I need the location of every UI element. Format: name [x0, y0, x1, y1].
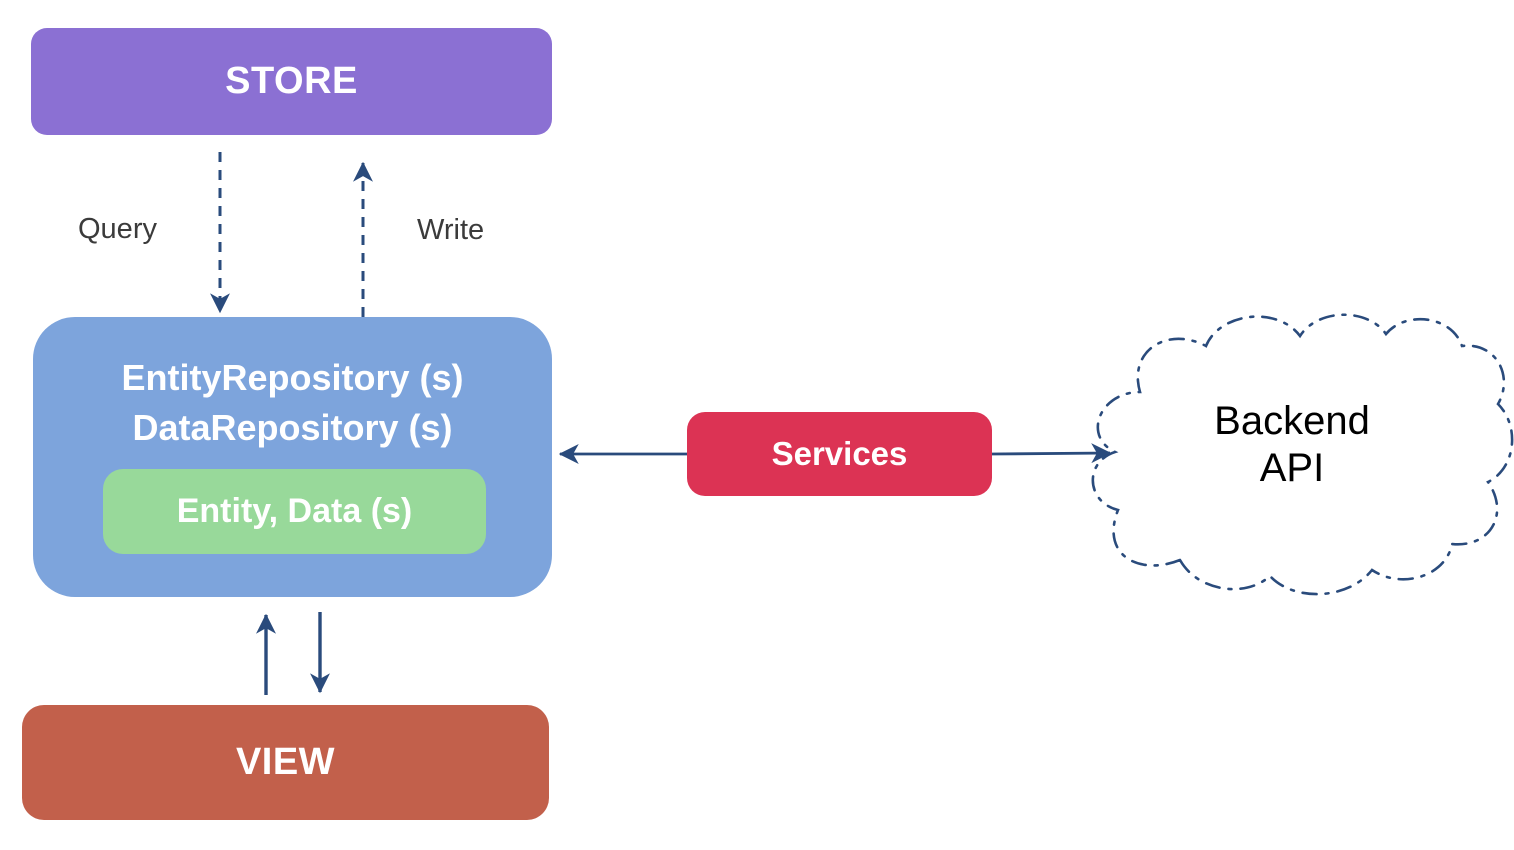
services-node: Services: [687, 412, 992, 496]
view-label: VIEW: [235, 741, 336, 783]
view-node: VIEW: [22, 705, 549, 820]
query-edge-label: Query: [78, 213, 157, 245]
services-to-backend-arrow: [991, 443, 1112, 464]
repository-label-line2: DataRepository (s): [132, 407, 453, 448]
store-node: STORE: [31, 28, 552, 135]
repository-node: EntityRepository (s) DataRepository (s) …: [33, 317, 552, 597]
repository-label-line1: EntityRepository (s): [121, 357, 464, 398]
entity-node: Entity, Data (s): [103, 469, 486, 554]
backend-api-label: Backend API: [1132, 398, 1452, 492]
entity-label: Entity, Data (s): [176, 492, 413, 530]
write-edge-label: Write: [417, 214, 485, 246]
backend-label-line2: API: [1259, 446, 1325, 490]
services-label: Services: [771, 435, 908, 472]
backend-label-line1: Backend: [1214, 399, 1370, 443]
store-label: STORE: [225, 60, 358, 102]
